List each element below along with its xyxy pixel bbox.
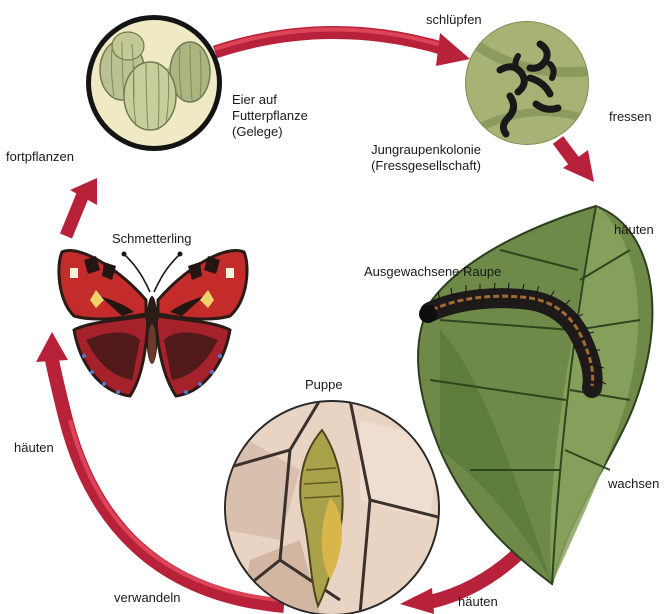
leaf-icon: [418, 206, 652, 584]
arrow-eggs-to-larvae: [215, 29, 470, 66]
young-caterpillars-icon: [460, 20, 600, 150]
label-haeuten-top: häuten: [614, 222, 654, 238]
label-fortpflanzen: fortpflanzen: [6, 149, 74, 165]
label-wachsen: wachsen: [608, 476, 659, 492]
label-eggs-line1: Eier auf: [232, 92, 342, 108]
label-schluepfen: schlüpfen: [426, 12, 482, 28]
label-raupe: Ausgewachsene Raupe: [364, 264, 501, 280]
label-colony: Jungraupenkolonie (Fressgesellschaft): [351, 142, 501, 174]
label-haeuten-left: häuten: [14, 440, 54, 456]
label-schmetterling: Schmetterling: [112, 231, 191, 247]
label-puppe: Puppe: [305, 377, 343, 393]
label-colony-line1: Jungraupenkolonie: [351, 142, 501, 158]
label-fressen: fressen: [609, 109, 652, 125]
butterfly-icon: [59, 251, 247, 396]
arrow-butterfly-to-eggs: [66, 178, 97, 236]
label-eggs-line2: Futterpflanze: [232, 108, 342, 124]
pupa-icon: [220, 398, 450, 614]
label-eggs-line3: (Gelege): [232, 124, 342, 140]
label-haeuten-bottom: häuten: [458, 594, 498, 610]
arrow-larvae-to-leaf: [558, 140, 594, 182]
label-eggs: Eier auf Futterpflanze (Gelege): [232, 92, 342, 140]
egg-cluster-icon: [86, 15, 222, 151]
label-verwandeln: verwandeln: [114, 590, 181, 606]
label-colony-line2: (Fressgesellschaft): [351, 158, 501, 174]
